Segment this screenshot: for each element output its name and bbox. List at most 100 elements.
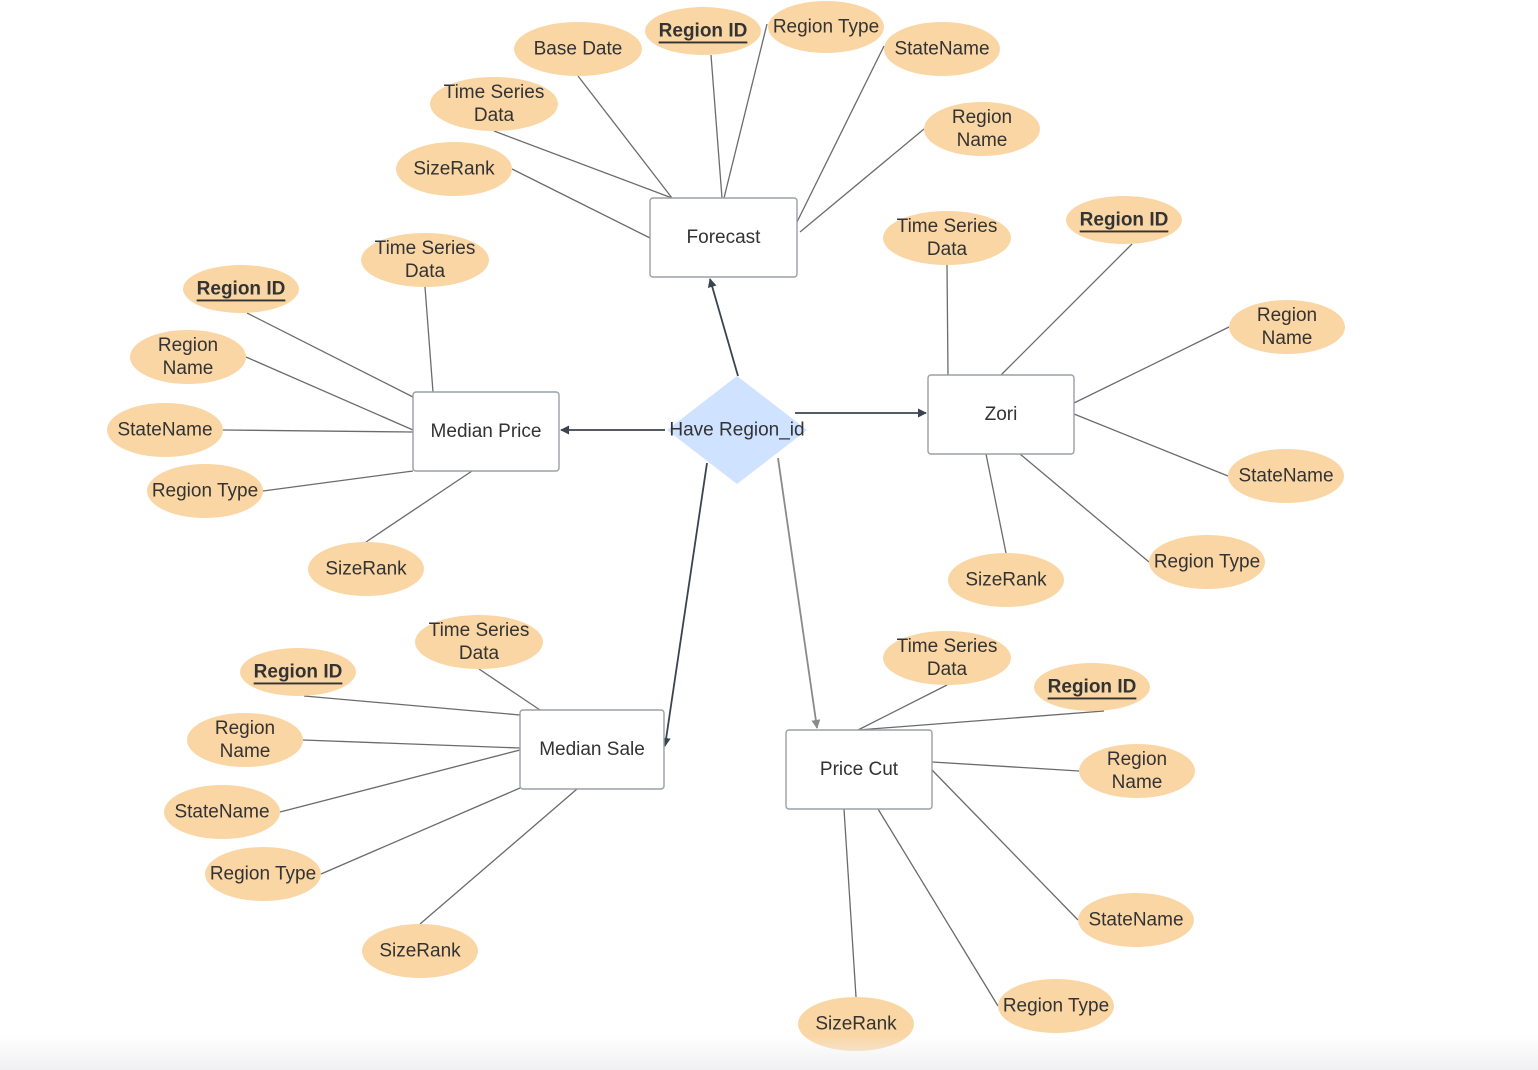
forecast-attr-sizerank-connector — [511, 168, 651, 239]
median-sale-attr-time-series-data-connector — [478, 668, 541, 711]
median-price-attr-region-name-ellipse — [130, 330, 246, 384]
median-price-attr-region-id-label: Region ID — [197, 279, 286, 300]
forecast-attr-base-date-connector — [577, 75, 673, 199]
median-sale-attr-region-type-ellipse — [205, 847, 321, 901]
price-cut-attr-region-type: Region Type — [998, 979, 1114, 1033]
median-price-attr-region-name-label-line-2: Name — [163, 358, 214, 379]
median-sale-attr-sizerank-connector — [419, 788, 578, 925]
median-sale-attr-statename-label: StateName — [174, 802, 269, 823]
median-price-attr-region-id: Region ID — [183, 265, 299, 313]
median-sale-attr-region-name-ellipse — [187, 713, 303, 767]
relationship-layer: Have Region_id — [667, 376, 807, 484]
zori-attr-sizerank-connector — [985, 453, 1007, 554]
forecast-attr-region-type-ellipse — [768, 1, 884, 53]
zori-attr-region-id-ellipse — [1066, 196, 1182, 244]
median-sale-attr-statename-ellipse — [164, 785, 280, 839]
relationship-arrow-price-cut — [777, 457, 821, 729]
forecast-attr-sizerank-label: SizeRank — [413, 159, 495, 180]
price-cut-attr-region-name-label-line-2: Name — [1112, 772, 1163, 793]
forecast-attr-region-type-label: Region Type — [773, 17, 879, 38]
relationship-arrow-median-sale — [661, 462, 708, 747]
forecast-attr-base-date-ellipse — [514, 22, 642, 76]
price-cut-attr-region-id-label: Region ID — [1048, 677, 1137, 698]
median-price-attr-statename-label: StateName — [117, 420, 212, 441]
entity-zori-label: Zori — [985, 404, 1018, 425]
forecast-attr-region-name-label-line-1: Region — [952, 107, 1012, 128]
price-cut-attr-region-name-label-line-1: Region — [1107, 749, 1167, 770]
zori-attr-region-id: Region ID — [1066, 196, 1182, 244]
forecast-attr-region-name-ellipse — [924, 102, 1040, 156]
median-sale-attr-region-id-label: Region ID — [254, 662, 343, 683]
median-sale-attr-time-series-data-label-line-2: Data — [459, 643, 500, 664]
connector-layer — [222, 23, 1230, 1007]
median-price-attr-region-type-label: Region Type — [152, 481, 258, 502]
median-price-attr-region-type-ellipse — [147, 464, 263, 518]
zori-attr-region-name-label-line-1: Region — [1257, 305, 1317, 326]
relationship-diamond — [667, 376, 807, 484]
forecast-attr-base-date-label: Base Date — [534, 39, 623, 60]
median-price-attr-time-series-data-label-line-2: Data — [405, 261, 446, 282]
entity-price-cut-box — [785, 729, 933, 810]
median-sale-attr-statename: StateName — [164, 785, 280, 839]
median-price-attr-statename-connector — [222, 429, 414, 433]
entity-median-sale[interactable]: Median Sale — [519, 709, 665, 790]
median-sale-attr-sizerank-label: SizeRank — [379, 941, 461, 962]
zori-attr-sizerank: SizeRank — [948, 553, 1064, 607]
median-price-attr-time-series-data-ellipse — [361, 233, 489, 287]
entity-median-price[interactable]: Median Price — [412, 391, 560, 472]
zori-attr-region-id-connector — [1000, 243, 1133, 376]
median-sale-attr-statename-connector — [279, 749, 521, 813]
price-cut-attr-statename: StateName — [1078, 893, 1194, 947]
price-cut-attr-statename-connector — [931, 769, 1079, 921]
median-price-attr-region-id-connector — [246, 312, 414, 398]
forecast-attr-region-id-ellipse — [645, 7, 761, 55]
forecast-attr-statename-ellipse — [884, 22, 1000, 76]
price-cut-attr-region-type-label: Region Type — [1003, 996, 1109, 1017]
median-sale-attr-sizerank: SizeRank — [362, 924, 478, 978]
entity-forecast-box — [649, 197, 798, 278]
forecast-attr-sizerank-ellipse — [396, 142, 512, 196]
entity-median-sale-box — [519, 709, 665, 790]
median-price-attr-sizerank-ellipse — [308, 542, 424, 596]
median-sale-attr-region-id: Region ID — [240, 648, 356, 696]
entity-zori-box — [927, 374, 1075, 455]
entity-zori[interactable]: Zori — [927, 374, 1075, 455]
price-cut-attr-region-type-ellipse — [998, 979, 1114, 1033]
median-price-attr-region-name-connector — [245, 356, 414, 431]
entity-forecast[interactable]: Forecast — [649, 197, 798, 278]
zori-attr-sizerank-ellipse — [948, 553, 1064, 607]
forecast-attr-time-series-data-ellipse — [430, 77, 558, 131]
median-price-attr-region-name-label-line-1: Region — [158, 335, 218, 356]
median-sale-attr-region-name-connector — [302, 739, 521, 749]
median-price-attr-time-series-data-connector — [424, 286, 434, 393]
entity-forecast-label: Forecast — [687, 227, 762, 248]
price-cut-attr-time-series-data-ellipse — [883, 631, 1011, 685]
price-cut-attr-statename-ellipse — [1078, 893, 1194, 947]
forecast-attr-statename-label: StateName — [894, 39, 989, 60]
median-price-attr-region-id-ellipse — [183, 265, 299, 313]
price-cut-attr-sizerank-connector — [843, 808, 857, 998]
price-cut-attr-region-name-connector — [931, 761, 1080, 772]
median-sale-attr-region-name-label-line-1: Region — [215, 718, 275, 739]
zori-attr-region-id-label: Region ID — [1080, 210, 1169, 231]
entity-price-cut-label: Price Cut — [820, 759, 899, 780]
median-price-attr-sizerank-label: SizeRank — [325, 559, 407, 580]
entity-price-cut[interactable]: Price Cut — [785, 729, 933, 810]
bottom-fade — [0, 1036, 1538, 1070]
zori-attr-region-type-label: Region Type — [1154, 552, 1260, 573]
price-cut-attr-time-series-data-label-line-1: Time Series — [897, 636, 998, 657]
median-price-attr-statename: StateName — [107, 403, 223, 457]
forecast-attr-region-type: Region Type — [768, 1, 884, 53]
relationship-have-region-id[interactable]: Have Region_id — [667, 376, 807, 484]
median-sale-attr-region-id-connector — [303, 695, 521, 716]
